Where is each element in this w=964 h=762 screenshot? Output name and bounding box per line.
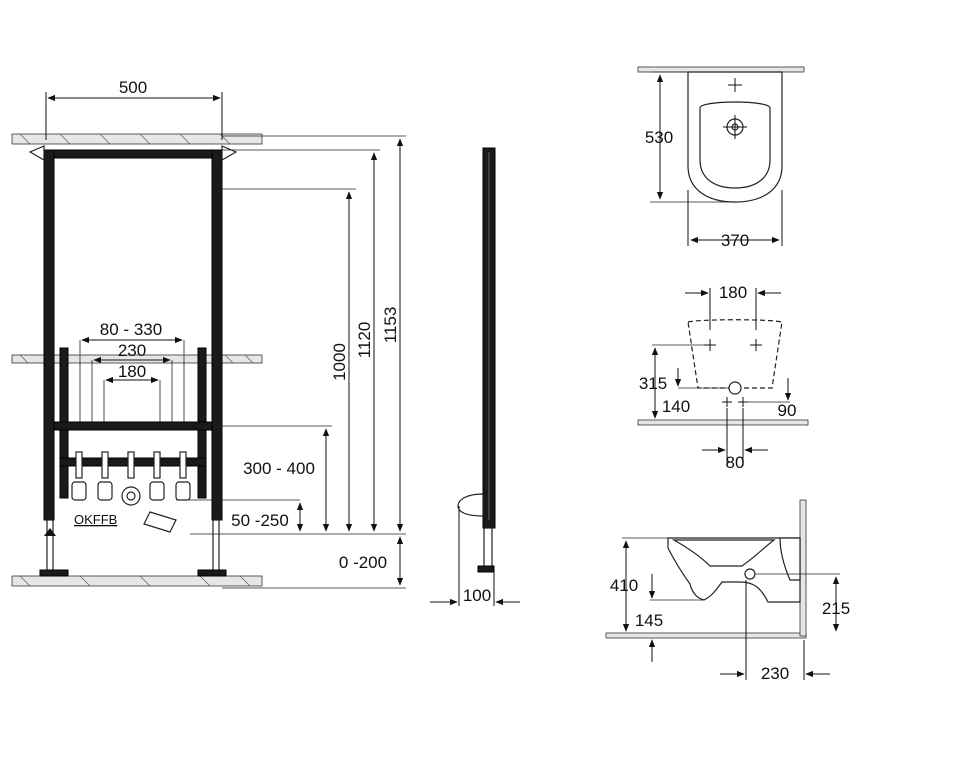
supply-height-label: 140 <box>662 397 690 416</box>
floor-level-label: OKFFB <box>74 512 117 527</box>
base-height-label: 145 <box>635 611 663 630</box>
length-label: 530 <box>645 128 673 147</box>
width-label: 370 <box>721 231 749 250</box>
top-wall-slab <box>11 133 263 145</box>
front-view: 500 80 - 330 230 180 1000 1120 1153 300 … <box>11 78 406 589</box>
top-view: 530 370 <box>637 66 805 250</box>
outlet-distance-label: 230 <box>761 664 789 683</box>
floor-adjust-label: 0 -200 <box>339 553 387 572</box>
outlet-offset-label: 90 <box>778 401 797 420</box>
frame-depth-label: 100 <box>463 586 491 605</box>
height-1000-label: 1000 <box>330 343 349 381</box>
fixing-height-label: 315 <box>639 374 667 393</box>
floor-slab <box>11 575 263 587</box>
section-view: 410 145 215 230 <box>605 499 850 683</box>
side-view: 100 <box>430 147 520 606</box>
rear-view: 180 315 140 90 80 <box>637 283 809 472</box>
height-1120-label: 1120 <box>355 322 374 359</box>
drain-height-label: 50 -250 <box>231 511 289 530</box>
height-1153-label: 1153 <box>381 307 400 344</box>
frame-width-label: 500 <box>119 78 147 97</box>
fixing-spacing-range-label: 80 - 330 <box>100 320 162 339</box>
drain-outlet <box>121 486 177 533</box>
fixing-spacing-230-label: 230 <box>118 341 146 360</box>
floor-level-marker-icon <box>44 528 56 536</box>
supply-spacing-label: 80 <box>726 453 745 472</box>
outlet-height-label: 215 <box>822 599 850 618</box>
fixing-spacing-label: 180 <box>719 283 747 302</box>
fixing-studs <box>71 451 191 501</box>
rim-height-label: 410 <box>610 576 638 595</box>
bracket-height-label: 300 - 400 <box>243 459 315 478</box>
fixing-spacing-180-label: 180 <box>118 362 146 381</box>
